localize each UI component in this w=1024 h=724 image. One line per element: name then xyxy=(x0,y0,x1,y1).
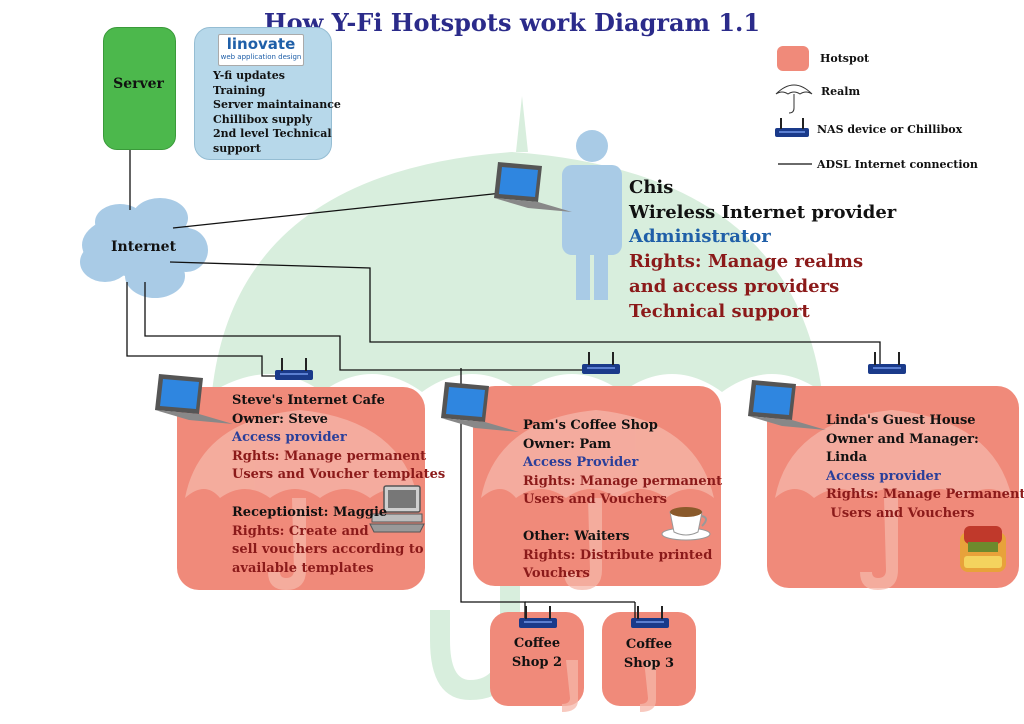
hotspot-pam-staff-text: Other: Waiters Rights: Distribute printe… xyxy=(523,528,712,584)
adsl-connections xyxy=(126,148,881,618)
admin-rights-line: Rights: Manage realms xyxy=(629,251,864,273)
linovate-logo: linovate web application design xyxy=(218,34,304,66)
server-label: Server xyxy=(113,76,164,92)
admin-rights-line: and access providers xyxy=(629,275,840,297)
hotspot-name: Linda's Guest House xyxy=(826,413,976,428)
hotspot-staff: Receptionist: Maggie xyxy=(232,505,388,520)
coffee-shop-line: Shop 3 xyxy=(623,656,675,671)
hotspot-type: Access provider xyxy=(826,468,941,484)
service-item: support xyxy=(213,141,261,155)
hotspot-rights-line: Users and Vouchers xyxy=(523,492,667,507)
hotspot-staff: Other: Waiters xyxy=(523,529,630,544)
service-item: Chillibox supply xyxy=(213,112,313,126)
service-item: Server maintainance xyxy=(213,98,341,112)
hotspot-owner: Owner: Pam xyxy=(523,436,612,452)
receptionist-computer-icon xyxy=(369,485,425,533)
legend-nas-label: NAS device or Chillibox xyxy=(817,123,963,136)
coffee-shop-line: Coffee xyxy=(513,636,561,651)
hotspot-steve-text: Steve's Internet Cafe Owner: Steve Acces… xyxy=(232,392,445,485)
provider-services-list: Y-fi updates Training Server maintainanc… xyxy=(213,69,341,157)
service-item: Y-fi updates xyxy=(213,69,285,82)
linovate-logo-text: linovate xyxy=(226,35,296,53)
internet-label: Internet xyxy=(111,239,177,255)
hotspot-coffee-shop-2 xyxy=(490,612,584,706)
legend-realm-umbrella-icon xyxy=(775,84,813,114)
hotspot-staff-rights-line: Vouchers xyxy=(523,566,590,581)
service-item: Training xyxy=(213,83,266,97)
hotspot-rights-line: Rights: Manage Permanent xyxy=(826,487,1024,502)
coffee-shop-2-label: Coffee Shop 2 xyxy=(494,634,580,672)
router-icons xyxy=(275,118,906,628)
realm-umbrella-small-set xyxy=(185,410,1012,712)
hotspot-coffee-shop-3 xyxy=(602,612,696,706)
legend-hotspot-swatch xyxy=(777,46,809,71)
laptop-icons xyxy=(155,162,826,432)
administrator-person-figure xyxy=(562,130,622,300)
admin-role: Wireless Internet provider xyxy=(629,201,897,223)
diagram-title: How Y-Fi Hotspots work Diagram 1.1 xyxy=(263,8,761,37)
hotspot-rights-line: Users and Vouchers xyxy=(826,505,975,521)
admin-type: Administrator xyxy=(629,226,771,248)
admin-name: Chis xyxy=(629,177,674,198)
hotspot-staff-rights-line: Rights: Distribute printed xyxy=(523,547,713,563)
hotspot-pam-text: Pam's Coffee Shop Owner: Pam Access Prov… xyxy=(523,417,722,510)
coffee-shop-line: Shop 2 xyxy=(511,655,563,670)
legend-realm-label: Realm xyxy=(821,85,861,98)
legend-hotspot-label: Hotspot xyxy=(820,52,870,65)
coffee-shop-3-label: Coffee Shop 3 xyxy=(606,635,692,673)
hotspot-owner: Linda xyxy=(826,450,868,465)
hotspot-staff-rights-line: available templates xyxy=(232,560,374,576)
hotspot-owner: Owner and Manager: xyxy=(826,431,979,447)
coffee-cup-icon xyxy=(661,507,711,541)
coffee-shop-line: Coffee xyxy=(625,637,673,652)
hotspot-staff-rights-line: sell vouchers according to xyxy=(232,542,424,557)
hotspot-linda-text: Linda's Guest House Owner and Manager: L… xyxy=(826,412,1024,523)
linovate-logo-subtext: web application design xyxy=(220,53,302,61)
hotspot-type: Access provider xyxy=(232,430,347,445)
bed-icon xyxy=(960,526,1006,572)
server-box xyxy=(103,27,176,150)
admin-rights-line: Technical support xyxy=(629,300,810,322)
hotspot-steve-staff-text: Receptionist: Maggie Rights: Create and … xyxy=(232,504,424,578)
hotspot-rights-line: Rghts: Manage permanent xyxy=(232,448,427,464)
hotspot-owner: Owner: Steve xyxy=(232,411,328,427)
hotspot-rights-line: Rights: Manage permanent xyxy=(523,473,723,489)
hotspot-rights-line: Users and Voucher templates xyxy=(232,467,446,482)
hotspot-type: Access Provider xyxy=(523,455,639,470)
service-item: 2nd level Technical xyxy=(213,127,332,141)
administrator-text-block: Chis Wireless Internet provider Administ… xyxy=(629,176,896,324)
hotspot-name: Pam's Coffee Shop xyxy=(523,418,658,433)
hotspot-name: Steve's Internet Cafe xyxy=(232,393,385,408)
hotspot-staff-rights-line: Rights: Create and xyxy=(232,523,369,539)
internet-cloud xyxy=(80,198,208,298)
legend-adsl-label: ADSL Internet connection xyxy=(817,158,978,171)
